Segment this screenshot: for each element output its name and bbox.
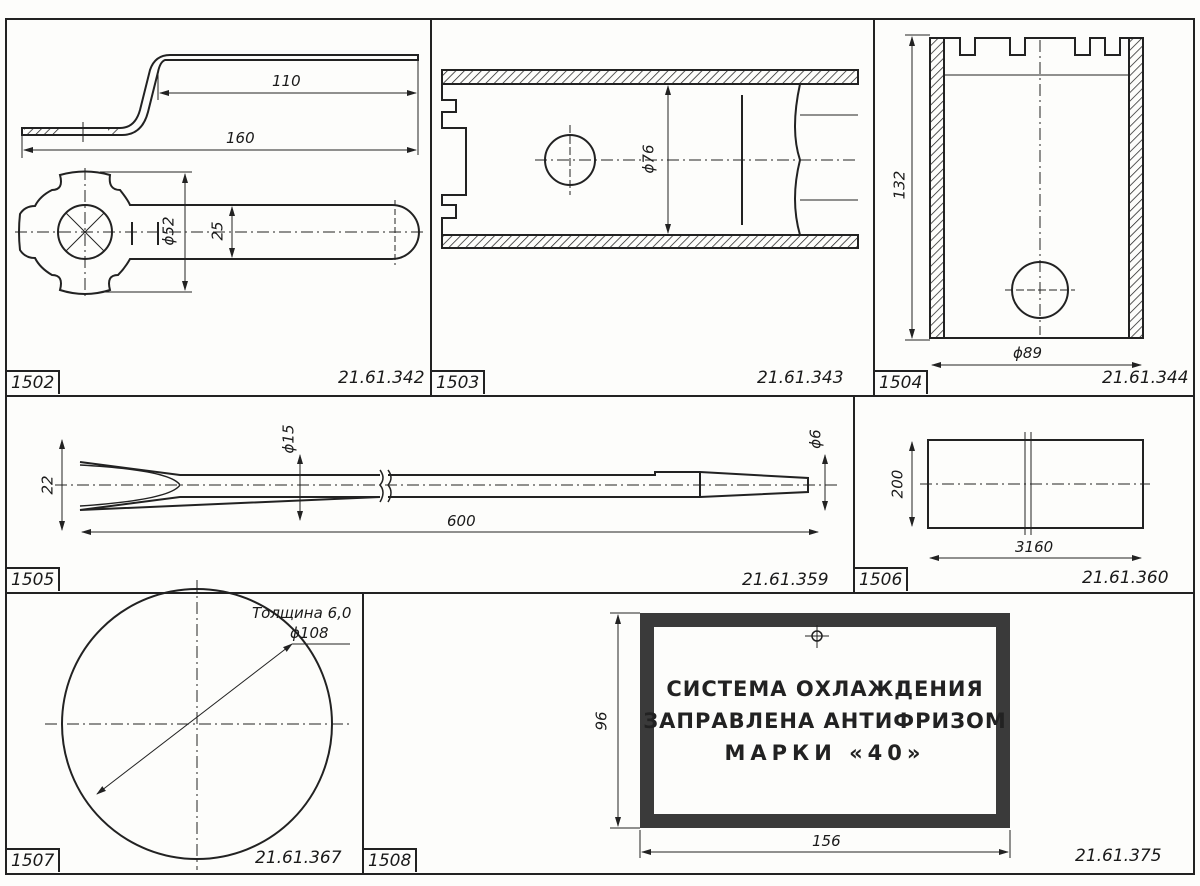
plate-line-1: СИСТЕМА ОХЛАЖДЕНИЯ — [666, 677, 984, 701]
dim-96: 96 — [592, 711, 611, 731]
dim-phi52: ϕ52 — [159, 216, 178, 246]
panel-number-1505: 1505 — [7, 567, 61, 591]
panel-number-1503: 1503 — [432, 370, 486, 394]
panel-code-1507: 21.61.367 — [255, 848, 342, 868]
dim-156: 156 — [812, 832, 841, 850]
dim-phi89: ϕ89 — [1013, 344, 1042, 362]
panel-number-1502: 1502 — [7, 370, 61, 394]
plate-line-2: ЗАПРАВЛЕНА АНТИФРИЗОМ — [643, 709, 1007, 733]
dim-25: 25 — [208, 221, 227, 241]
panel-code-1508: 21.61.375 — [1075, 846, 1162, 866]
plate-line-3: МАРКИ «40» — [724, 741, 926, 765]
dim-110: 110 — [272, 72, 301, 90]
wrench-profile — [21, 54, 419, 158]
panel-code-1506: 21.61.360 — [1082, 568, 1169, 588]
panel-number-1507: 1507 — [7, 848, 61, 872]
sleeve-drawing — [909, 432, 1150, 561]
panel-code-1504: 21.61.344 — [1102, 368, 1189, 388]
tube-section — [441, 69, 859, 249]
panel-1508 — [362, 592, 1195, 875]
dim-phi6: ϕ6 — [806, 429, 825, 449]
plate-drawing — [610, 612, 1011, 858]
disc-drawing — [45, 580, 350, 870]
dim-600: 600 — [447, 512, 476, 530]
panel-number-1504: 1504 — [875, 370, 929, 394]
dim-22: 22 — [38, 475, 57, 495]
dim-3160: 3160 — [1015, 538, 1054, 556]
panel-code-1503: 21.61.343 — [757, 368, 844, 388]
dim-132: 132 — [890, 170, 909, 200]
dim-200: 200 — [888, 469, 907, 499]
dim-160: 160 — [226, 129, 255, 147]
dim-phi15: ϕ15 — [279, 424, 298, 454]
wrench-plan — [15, 168, 425, 298]
dim-phi108: ϕ108 — [290, 624, 329, 642]
rod-drawing — [55, 439, 840, 535]
panel-number-1508: 1508 — [364, 848, 418, 872]
dim-thickness: Толщина 6,0 — [252, 604, 352, 622]
panel-number-1506: 1506 — [855, 567, 909, 591]
dim-phi76: ϕ76 — [639, 144, 658, 174]
cylinder-section — [905, 34, 1144, 368]
panel-code-1505: 21.61.359 — [742, 570, 829, 590]
panel-code-1502: 21.61.342 — [338, 368, 425, 388]
